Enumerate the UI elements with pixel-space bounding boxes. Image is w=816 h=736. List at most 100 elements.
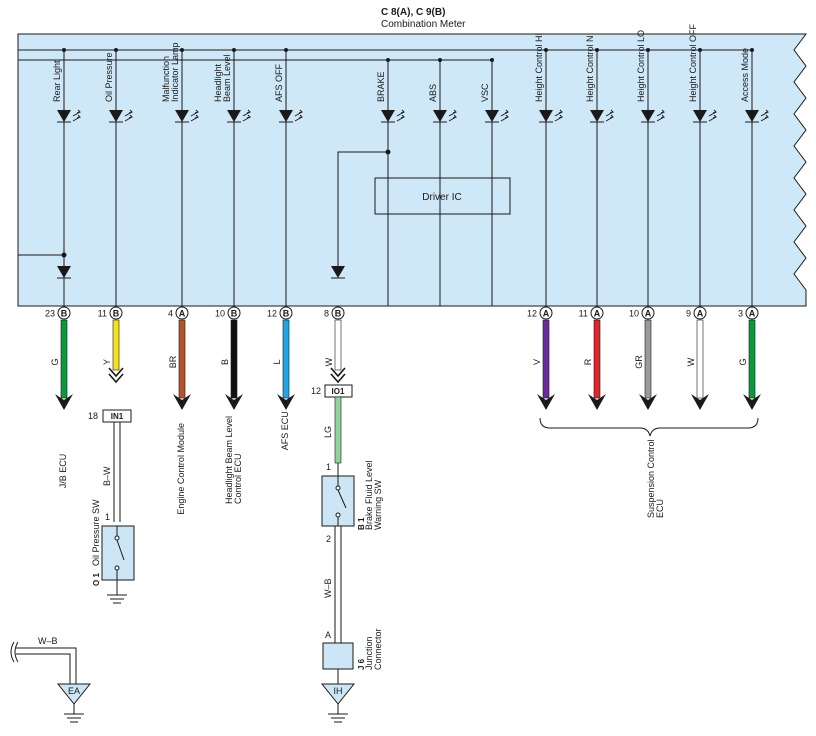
wire-color-label: GR xyxy=(634,355,644,369)
pin-number: 10 xyxy=(215,309,225,319)
lamp-rear_light: Rear Light xyxy=(52,48,81,306)
junction-connector: A J 6 Junction Connector xyxy=(322,628,383,670)
wire-color-label: W xyxy=(686,357,696,366)
wire-arrow xyxy=(225,394,243,410)
lamp-headlight_beam-rays xyxy=(242,109,251,122)
suspension-label-line2: ECU xyxy=(655,499,665,518)
pin-9A-700: A9 xyxy=(686,306,707,320)
junction-name-line2: Connector xyxy=(373,628,383,670)
wire-color-label: G xyxy=(738,358,748,365)
driver-ic-label: Driver IC xyxy=(422,192,461,203)
wire-arrow xyxy=(537,394,555,410)
wire-R-597: R xyxy=(583,319,606,410)
lamp-height_off-rays xyxy=(708,109,717,122)
wire-body xyxy=(644,319,652,399)
ground-ea-label: EA xyxy=(68,686,80,696)
lamp-access_mode: Access Mode xyxy=(740,48,769,306)
brake-sw-name-line2: Warning SW xyxy=(373,479,383,530)
wb-wire xyxy=(334,526,342,643)
lamp-vsc-label: VSC xyxy=(480,83,490,102)
junction-name-line1: Junction xyxy=(364,636,374,670)
lamp-headlight_beam-label: Headlight xyxy=(213,63,223,102)
pin-connector-letter: A xyxy=(697,309,704,319)
lamp-height_lo: Height Control LO xyxy=(636,30,665,306)
ground-ih: IH xyxy=(320,683,356,723)
wire-arrow xyxy=(173,394,191,410)
pin-connector xyxy=(109,306,123,320)
pin-connector xyxy=(693,306,707,320)
brake-sw-code: B 1 xyxy=(357,517,366,530)
lamp-height_hi-rays xyxy=(554,109,563,122)
lamp-abs-rays xyxy=(448,109,457,122)
wire-destination: Engine Control Module xyxy=(176,423,186,515)
lamp-access_mode-junction xyxy=(750,48,754,52)
driver-ic xyxy=(374,177,511,215)
wire-body xyxy=(112,319,120,371)
pin-connector-letter: A xyxy=(179,309,186,319)
brake-internal-path xyxy=(337,130,493,268)
brake-sw-name-line1: Brake Fluid Level xyxy=(364,460,374,530)
pin-connector xyxy=(57,306,71,320)
lamp-oil_pressure-junction xyxy=(114,48,118,52)
lamp-rear_light-label: Rear Light xyxy=(52,60,62,102)
lamp-height_lo-led xyxy=(641,110,655,122)
lamp-rear_light-junction xyxy=(62,48,66,52)
wire-body xyxy=(334,319,342,371)
in1-connector: 18 IN1 xyxy=(88,409,132,423)
brake-sw-name: Brake Fluid Level Warning SW xyxy=(364,460,383,530)
pin-connector xyxy=(331,306,345,320)
ground-ih-label: IH xyxy=(334,686,343,696)
pin-11B-116: B11 xyxy=(98,306,123,320)
lamp-vsc-rays xyxy=(500,109,509,122)
lamp-height_n: Height Control N xyxy=(585,35,614,306)
io1-pin: 12 xyxy=(311,386,321,396)
wire-arrow xyxy=(691,394,709,410)
pin-connector-letter: A xyxy=(749,309,756,319)
pin-connector-letter: B xyxy=(283,309,290,319)
pin-connector xyxy=(745,306,759,320)
pin-12B-286: B 12 xyxy=(267,306,293,320)
wire-destination: Headlight Beam Level xyxy=(224,416,234,504)
wire-color-label: Y xyxy=(102,359,112,365)
io1-connector: 12 IO1 xyxy=(311,384,353,398)
pin-connector xyxy=(227,306,241,320)
lamp-rear_light-rays xyxy=(72,109,81,122)
power-bus xyxy=(18,49,752,61)
lamp-headlight_beam-led xyxy=(227,110,241,122)
oil-pressure-switch: 1 O 1 Oil Pressure SW xyxy=(91,499,135,604)
pin-connector-letter: A xyxy=(645,309,652,319)
lamp-access_mode-led xyxy=(745,110,759,122)
lamp-afs_off-led xyxy=(279,110,293,122)
wire-arrow xyxy=(588,394,606,410)
lamp-height_off-led xyxy=(693,110,707,122)
wire-body xyxy=(230,319,238,399)
wire-G-752: G xyxy=(738,319,761,410)
wire-W-700: W xyxy=(686,319,709,410)
wire-body xyxy=(593,319,601,399)
wire-body xyxy=(60,319,68,399)
lamp-oil_pressure: Oil Pressure xyxy=(104,48,133,306)
pin-number: 12 xyxy=(267,309,277,319)
wire-arrow xyxy=(639,394,657,410)
pin-12A-546: A12 xyxy=(527,306,553,320)
pin-8B-338: B8 xyxy=(324,306,345,320)
wire-arrow xyxy=(55,394,73,410)
lamp-afs_off-rays xyxy=(294,109,303,122)
lamp-brake-rays xyxy=(396,109,405,122)
wire-W-338: W xyxy=(324,319,346,384)
wire-destination: J/B ECU xyxy=(58,454,68,489)
diode-rear-light xyxy=(57,266,71,279)
lamp-rear_light-led xyxy=(57,110,71,122)
lamp-height_n-rays xyxy=(605,109,614,122)
brake-sw-pin2: 2 xyxy=(326,534,331,544)
lamp-afs_off-label: AFS OFF xyxy=(274,63,284,102)
lamp-oil_pressure-label: Oil Pressure xyxy=(104,52,114,102)
pin-10B-234: B10 xyxy=(215,306,241,320)
brake-fluid-switch: 1 2 B 1 xyxy=(321,462,366,544)
diode-brake xyxy=(331,266,345,279)
lamp-height_n-junction xyxy=(595,48,599,52)
wire-V-546: V xyxy=(532,319,555,410)
lamp-brake: BRAKE xyxy=(376,58,405,306)
